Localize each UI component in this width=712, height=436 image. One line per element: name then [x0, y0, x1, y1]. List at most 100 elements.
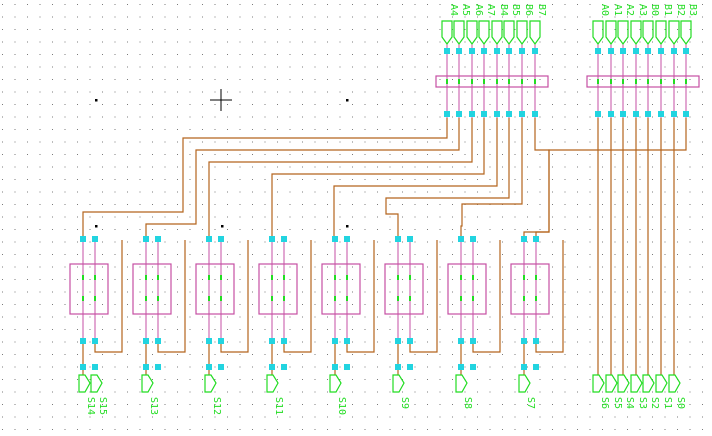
port-label: S6 — [599, 397, 610, 409]
output-port-s2[interactable]: S2 — [642, 374, 660, 409]
adder-cell[interactable] — [321, 236, 361, 370]
output-port-s12[interactable]: S12 — [204, 374, 222, 415]
port-flag-icon — [680, 20, 692, 46]
pin-bottom — [407, 338, 413, 344]
cell-tick — [145, 296, 147, 301]
pin-bottom — [218, 338, 224, 344]
output-port-s8[interactable]: S8 — [455, 374, 473, 409]
cell-tick — [472, 296, 474, 301]
pin-bottom — [683, 111, 689, 117]
pin-out — [332, 364, 338, 370]
pin-out — [407, 364, 413, 370]
bus-tick — [622, 79, 624, 84]
pin-top — [671, 48, 677, 54]
input-port-b3[interactable]: B3 — [680, 4, 698, 46]
adder-cell[interactable] — [510, 236, 550, 370]
adder-cell-layer — [69, 236, 550, 370]
bus-tick — [660, 79, 662, 84]
adder-cell[interactable] — [258, 236, 298, 370]
input-port-a5[interactable]: A5 — [453, 4, 471, 46]
adder-cell[interactable] — [447, 236, 487, 370]
output-port-s10[interactable]: S10 — [329, 374, 347, 415]
input-port-b1[interactable]: B1 — [655, 4, 673, 46]
output-port-s14[interactable]: S14 — [78, 374, 96, 415]
output-port-s1[interactable]: S1 — [655, 374, 673, 409]
cell-tick — [397, 275, 399, 280]
pin-bottom — [395, 338, 401, 344]
input-port-a3[interactable]: A3 — [630, 4, 648, 46]
port-flag-icon — [642, 374, 655, 393]
output-port-s9[interactable]: S9 — [392, 374, 410, 409]
bus-tick — [508, 79, 510, 84]
adder-cell[interactable] — [69, 236, 109, 370]
cell-box — [69, 263, 109, 315]
bus-tick — [597, 79, 599, 84]
pin-bottom — [143, 338, 149, 344]
junction-dot — [95, 225, 98, 228]
port-flag-icon — [642, 20, 654, 46]
adder-cell[interactable] — [195, 236, 235, 370]
input-port-a7[interactable]: A7 — [478, 4, 496, 46]
port-label: A7 — [485, 4, 496, 16]
input-port-b0[interactable]: B0 — [642, 4, 660, 46]
output-port-s13[interactable]: S13 — [141, 374, 159, 415]
cell-tick — [94, 275, 96, 280]
input-bus-left[interactable] — [435, 44, 549, 118]
pin-bottom — [658, 111, 664, 117]
input-port-b4[interactable]: B4 — [491, 4, 509, 46]
port-flag-icon — [605, 20, 617, 46]
bus-tick — [685, 79, 687, 84]
port-label: A2 — [624, 4, 635, 16]
output-port-s11[interactable]: S11 — [266, 374, 284, 415]
pin-bottom — [620, 111, 626, 117]
pin-top — [332, 236, 338, 242]
port-label: A5 — [460, 4, 471, 16]
port-flag-icon — [78, 374, 91, 393]
output-port-s7[interactable]: S7 — [518, 374, 536, 409]
input-port-a0[interactable]: A0 — [592, 4, 610, 46]
adder-cell[interactable] — [132, 236, 172, 370]
bus-tick — [610, 79, 612, 84]
pin-top — [344, 236, 350, 242]
input-port-a6[interactable]: A6 — [466, 4, 484, 46]
wire — [94, 240, 123, 353]
output-port-s3[interactable]: S3 — [630, 374, 648, 409]
pin-top — [683, 48, 689, 54]
bus-tick — [534, 79, 536, 84]
pin-bottom — [92, 338, 98, 344]
pin-top — [456, 48, 462, 54]
wire — [523, 118, 550, 236]
port-label: S7 — [525, 397, 536, 409]
input-port-b6[interactable]: B6 — [516, 4, 534, 46]
cell-tick — [346, 275, 348, 280]
pin-bottom — [444, 111, 450, 117]
port-label: S2 — [649, 397, 660, 409]
cell-tick — [271, 296, 273, 301]
pin-out — [206, 364, 212, 370]
cell-tick — [94, 296, 96, 301]
input-port-a4[interactable]: A4 — [441, 4, 459, 46]
input-port-a2[interactable]: A2 — [617, 4, 635, 46]
input-port-b2[interactable]: B2 — [668, 4, 686, 46]
port-label: S1 — [662, 397, 673, 409]
port-label: S11 — [273, 397, 284, 415]
output-port-s5[interactable]: S5 — [605, 374, 623, 409]
port-flag-icon — [668, 374, 681, 393]
input-port-b7[interactable]: B7 — [529, 4, 547, 46]
pin-bottom — [645, 111, 651, 117]
cell-box — [321, 263, 361, 315]
output-port-s15[interactable]: S15 — [90, 374, 108, 415]
input-port-b5[interactable]: B5 — [503, 4, 521, 46]
cell-tick — [334, 275, 336, 280]
port-label: A4 — [448, 4, 459, 16]
adder-cell[interactable] — [384, 236, 424, 370]
output-port-s0[interactable]: S0 — [668, 374, 686, 409]
pin-out — [458, 364, 464, 370]
output-port-s4[interactable]: S4 — [617, 374, 635, 409]
input-port-a1[interactable]: A1 — [605, 4, 623, 46]
input-bus-right[interactable] — [586, 44, 700, 118]
pin-top — [206, 236, 212, 242]
pin-top — [481, 48, 487, 54]
output-port-s6[interactable]: S6 — [592, 374, 610, 409]
